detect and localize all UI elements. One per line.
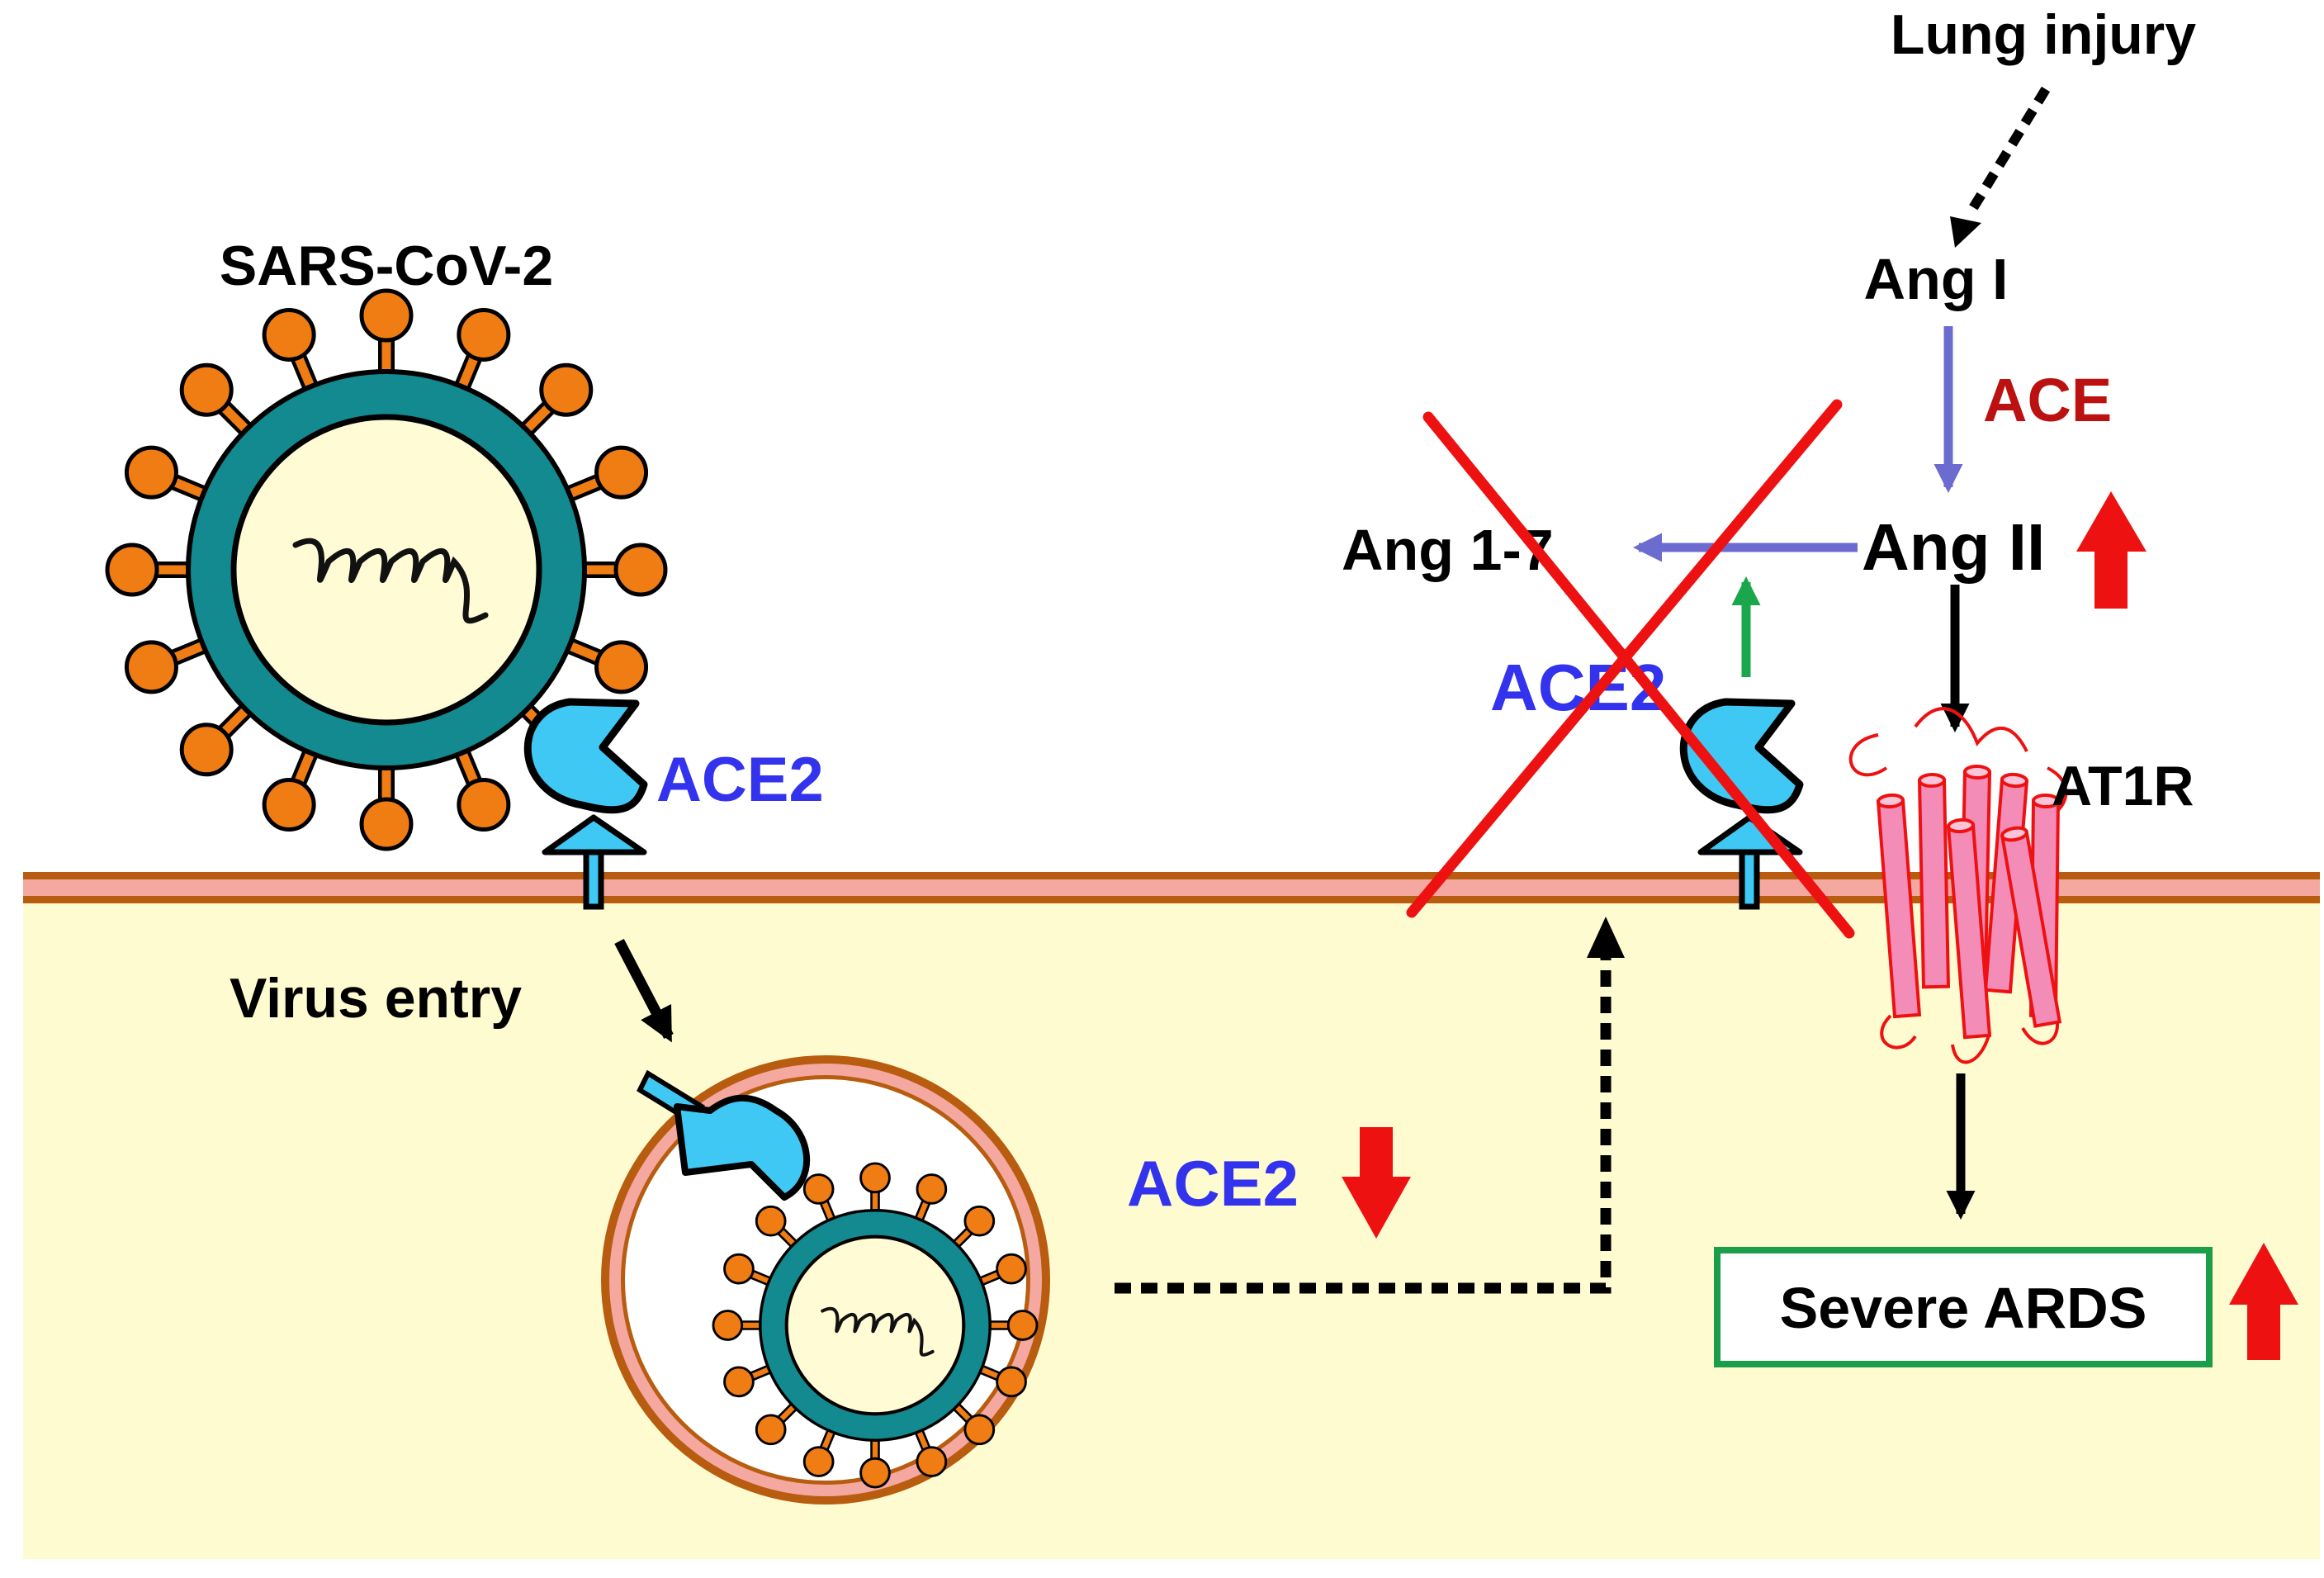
ace2-receptor-right (1679, 698, 1804, 910)
spike-protein (179, 363, 234, 417)
helix-cap (2032, 793, 2060, 809)
ace2-receptor-left (523, 698, 648, 910)
spike-protein (963, 1205, 996, 1237)
helix-cap (1947, 817, 1975, 834)
dotted-arrowhead (1587, 917, 1625, 958)
ang2-increase-arrow (2076, 491, 2147, 609)
ace-label: ACE (1983, 366, 2112, 434)
helix-cap (1918, 772, 1946, 789)
spike-protein (859, 1162, 891, 1194)
helix-body (1917, 778, 1951, 989)
spike-protein (1006, 1310, 1039, 1341)
spike-protein (359, 797, 414, 851)
spike-protein (996, 1253, 1027, 1285)
virus-entry-label: Virus entry (230, 967, 522, 1030)
spike-protein (755, 1205, 787, 1237)
spike-protein (105, 543, 159, 597)
spike-protein (124, 445, 178, 500)
spike-protein (359, 288, 414, 343)
at1r-label: AT1R (2052, 755, 2194, 817)
spike-protein (802, 1446, 835, 1477)
internalized-virus (712, 1162, 1039, 1489)
spike-protein (179, 723, 234, 777)
spike-protein (594, 640, 649, 694)
ace2-down-label: ACE2 (1127, 1147, 1299, 1220)
spike-protein (712, 1310, 744, 1341)
spike-protein (996, 1366, 1027, 1398)
spike-protein (262, 778, 316, 832)
at1r-helix (1876, 793, 1922, 1019)
cytoplasm (23, 882, 2320, 1559)
spike-protein (457, 307, 511, 362)
at1r-loops (1848, 707, 2068, 1064)
ace2-internalized (637, 1069, 811, 1201)
spike-protein (539, 363, 594, 417)
spike-protein (262, 307, 316, 362)
at1r-helix (1917, 772, 1951, 989)
spike-protein (916, 1446, 948, 1477)
spike-protein (723, 1366, 755, 1398)
lung-injury-dotted-arrow (1964, 86, 2051, 218)
ards-increase-arrow (2229, 1243, 2298, 1360)
severe-ards-label: Severe ARDS (1780, 1276, 2147, 1340)
viral-rna (292, 538, 489, 624)
spike-protein (963, 1414, 996, 1446)
spike-protein (124, 640, 178, 694)
virus-name-label: SARS-CoV-2 (220, 235, 553, 297)
spike-protein (457, 778, 511, 832)
spike-protein (613, 543, 668, 597)
spike-protein (723, 1253, 755, 1285)
spike-protein (594, 445, 649, 500)
spike-protein (859, 1457, 891, 1489)
sars-cov-2-virus (105, 288, 668, 851)
at1r-receptor (1848, 707, 2068, 1064)
inhibition-cross (1406, 399, 1855, 939)
helix-cap (1877, 793, 1905, 809)
spike-protein (755, 1414, 787, 1446)
ace2-depletion-dotted-arrow (1115, 950, 1612, 1294)
helix-cap (1963, 764, 1991, 780)
ang1-label: Ang I (1864, 247, 2009, 311)
ace2-decrease-arrow (1342, 1127, 1411, 1239)
ace2-receptor-label: ACE2 (656, 745, 824, 815)
viral-rna (821, 1306, 935, 1357)
ang2-label: Ang II (1862, 510, 2045, 584)
at1r-helix (1946, 817, 1992, 1040)
virus-entry-arrow (614, 938, 674, 1043)
helix-cap (2000, 826, 2028, 842)
lung-injury-label: Lung injury (1891, 3, 2196, 66)
lung-injury-arrowhead (1950, 216, 1981, 248)
severe-ards-box (1714, 1247, 2213, 1367)
spike-protein (916, 1173, 948, 1205)
helix-cap (2000, 772, 2028, 789)
spike-protein (802, 1173, 835, 1205)
at1r-helix (2000, 826, 2062, 1028)
